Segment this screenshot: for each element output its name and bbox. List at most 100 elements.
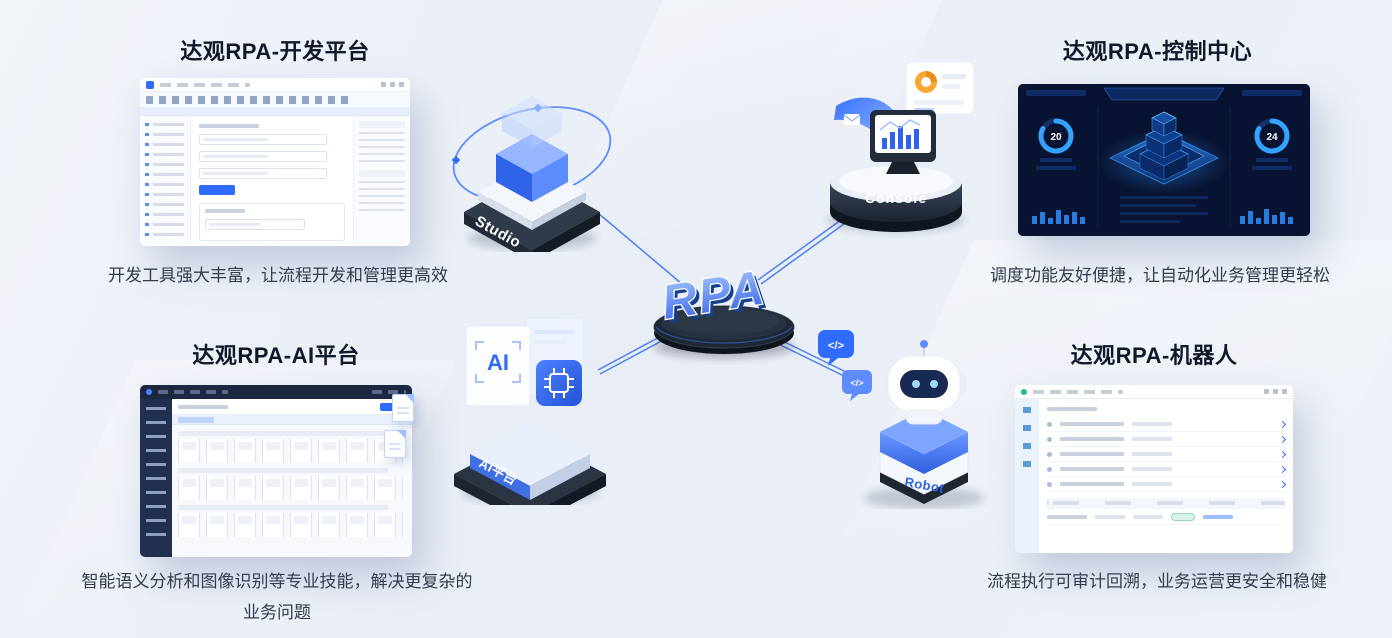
window-controls xyxy=(1264,389,1287,394)
bar-chart-right xyxy=(1240,209,1293,224)
group-header-bar xyxy=(178,431,388,436)
breadcrumb-bar xyxy=(178,404,228,409)
form-input xyxy=(204,219,305,230)
robot-visor xyxy=(900,370,948,398)
envelope-icon xyxy=(844,114,860,125)
dev-properties-panel xyxy=(352,116,410,244)
chevron-right-icon xyxy=(1278,420,1287,428)
task-row xyxy=(1047,417,1287,432)
robot-eye xyxy=(912,380,920,388)
group-header-bar xyxy=(178,468,388,473)
chevron-right-icon xyxy=(1278,450,1287,458)
form-input xyxy=(198,134,327,145)
studio-node: Studio xyxy=(451,96,612,252)
robot-hex-platform xyxy=(879,409,969,504)
robot-task-list xyxy=(1039,399,1293,553)
chart-monitor xyxy=(870,110,936,174)
document-cards-row xyxy=(178,476,406,500)
gauge-right-value: 24 xyxy=(1266,132,1278,143)
ai-panel-glyph: AI xyxy=(487,350,509,375)
document-icon xyxy=(384,430,406,458)
ai-tabs-band xyxy=(172,415,412,425)
ai-card-grid xyxy=(172,425,412,557)
control-dashboard: 20 24 xyxy=(1018,84,1310,236)
building-graphic xyxy=(1139,111,1189,181)
table-header-bar xyxy=(1047,498,1285,509)
status-badge xyxy=(1171,512,1195,521)
dev-toolbar xyxy=(140,92,410,108)
menu-items-texture xyxy=(158,390,228,394)
bar-chart-left xyxy=(1032,210,1085,224)
robot-node: </> </> Robot xyxy=(818,330,984,509)
robot-app-logo-icon xyxy=(1021,388,1027,395)
property-lines-texture xyxy=(358,132,405,164)
chevron-right-icon xyxy=(1278,465,1287,473)
robot-section-caption: 流程执行可审计回溯，业务运营更安全和稳健 xyxy=(987,572,1327,591)
chevron-right-icon xyxy=(1278,435,1287,443)
dashboard-header xyxy=(1103,87,1225,101)
robot-section-title: 达观RPA-机器人 xyxy=(1070,343,1238,368)
ai-section-caption: 智能语义分析和图像识别等专业技能，解决更复杂的业务问题 xyxy=(81,572,473,623)
task-row xyxy=(1047,432,1287,447)
primary-button-shape xyxy=(198,185,235,195)
document-icon xyxy=(392,394,414,422)
dev-titlebar xyxy=(140,78,410,92)
task-row xyxy=(1047,447,1287,462)
group-header-bar xyxy=(178,505,388,510)
task-row xyxy=(1047,477,1287,492)
antenna-icon xyxy=(920,340,928,348)
dev-activity-tree xyxy=(140,116,191,244)
gauge-left-value: 20 xyxy=(1050,132,1062,143)
document-cards-row xyxy=(178,513,406,537)
code-bubble: </> xyxy=(842,370,872,401)
document-cards-row xyxy=(178,439,406,463)
ai-section-title: 达观RPA-AI平台 xyxy=(192,343,360,368)
form-input xyxy=(198,151,327,162)
control-section-title: 达观RPA-控制中心 xyxy=(1062,39,1253,64)
status-rows xyxy=(1120,196,1208,223)
robot-screenshot xyxy=(1015,385,1293,553)
code-icon: </> xyxy=(828,340,844,352)
menu-items-texture xyxy=(160,82,250,87)
ai-panels: AI xyxy=(465,317,585,407)
dev-flow-canvas xyxy=(190,116,353,244)
form-label-bar xyxy=(198,124,259,128)
ai-titlebar xyxy=(140,385,412,399)
console-node-label: Console xyxy=(865,190,927,206)
toolbar-icons-texture xyxy=(146,95,351,104)
gauge-right: 24 xyxy=(1252,118,1292,170)
robot-titlebar xyxy=(1015,385,1293,399)
ai-sidebar xyxy=(140,399,172,557)
focus-brackets-icon xyxy=(475,341,521,383)
table-row xyxy=(1047,509,1285,525)
report-card xyxy=(905,62,975,115)
menu-items-texture xyxy=(1033,389,1123,394)
section-label-bar xyxy=(1047,407,1097,411)
property-lines-texture xyxy=(358,181,405,213)
window-controls xyxy=(381,82,404,87)
form-label-bar xyxy=(204,209,245,213)
chevron-right-icon xyxy=(1278,480,1287,488)
dev-ribbon xyxy=(140,108,410,116)
orbit-dot xyxy=(451,155,461,165)
control-section-caption: 调度功能友好便捷，让自动化业务管理更轻松 xyxy=(990,266,1330,285)
robot-sidebar xyxy=(1015,399,1039,553)
studio-cube xyxy=(496,96,568,202)
ai-toolbar xyxy=(172,399,412,415)
app-logo-icon xyxy=(146,389,152,395)
robot-node-label: Robot xyxy=(903,474,945,496)
form-input xyxy=(198,168,327,179)
gauge-left: 20 xyxy=(1036,118,1076,170)
ai-chip-tile xyxy=(536,360,582,406)
ai-node: AI AI平台 xyxy=(454,317,606,505)
code-bubble: </> xyxy=(818,330,854,366)
code-icon: </> xyxy=(850,378,863,388)
ai-platform-screenshot xyxy=(140,385,412,557)
console-node: Console xyxy=(828,62,975,232)
robot-head xyxy=(882,340,966,425)
user-area-texture xyxy=(372,390,406,394)
control-center-screenshot: 20 24 xyxy=(1018,84,1310,236)
dev-section-caption: 开发工具强大丰富，让流程开发和管理更高效 xyxy=(108,266,448,285)
task-row xyxy=(1047,462,1287,477)
